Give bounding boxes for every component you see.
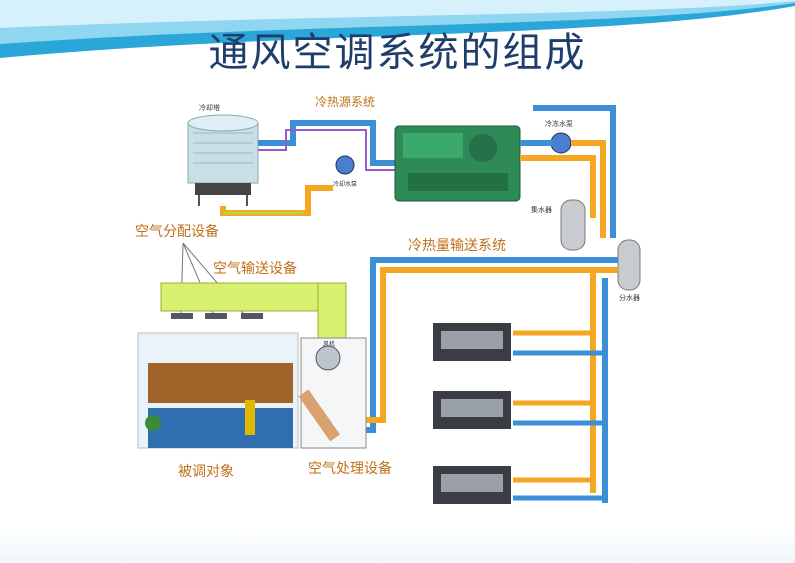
conditioned-room	[137, 332, 299, 449]
header-banner	[0, 0, 795, 58]
fan-coil-icon	[433, 391, 511, 429]
conditioned-object-label: 被调对象	[178, 464, 234, 480]
pump-icon	[335, 155, 355, 175]
air-transport-label: 空气输送设备	[213, 260, 297, 277]
footer-strip	[0, 527, 795, 563]
fan-coil-icon	[433, 466, 511, 504]
cooling-tower-label: 冷却塔	[199, 103, 220, 112]
air-distribution-label: 空气分配设备	[135, 223, 219, 240]
fan-coil-icon	[433, 323, 511, 361]
chilled-pump-label: 冷冻水泵	[545, 119, 573, 128]
fan-label: 风机	[323, 340, 335, 348]
diffuser-icon	[171, 313, 263, 319]
cooling-pump-label: 冷却水泵	[333, 180, 357, 188]
page-title: 通风空调系统的组成	[208, 30, 587, 76]
cold-heat-source-label: 冷热源系统	[315, 95, 375, 109]
hvac-diagram: 冷却塔 冷热源系统 冷却水泵 冷冻水泵 集水器 分水器 冷热量输送系统	[133, 88, 643, 516]
air-handling-label: 空气处理设备	[308, 460, 392, 477]
water-divider-label: 分水器	[619, 293, 640, 302]
duct	[160, 282, 347, 339]
water-collector-label: 集水器	[531, 205, 552, 214]
cooling-tower-icon	[187, 114, 259, 206]
pump-icon	[550, 132, 572, 154]
air-handler-icon	[298, 337, 367, 449]
chiller-icon	[394, 125, 521, 202]
distribution-label: 冷热量输送系统	[408, 238, 506, 254]
